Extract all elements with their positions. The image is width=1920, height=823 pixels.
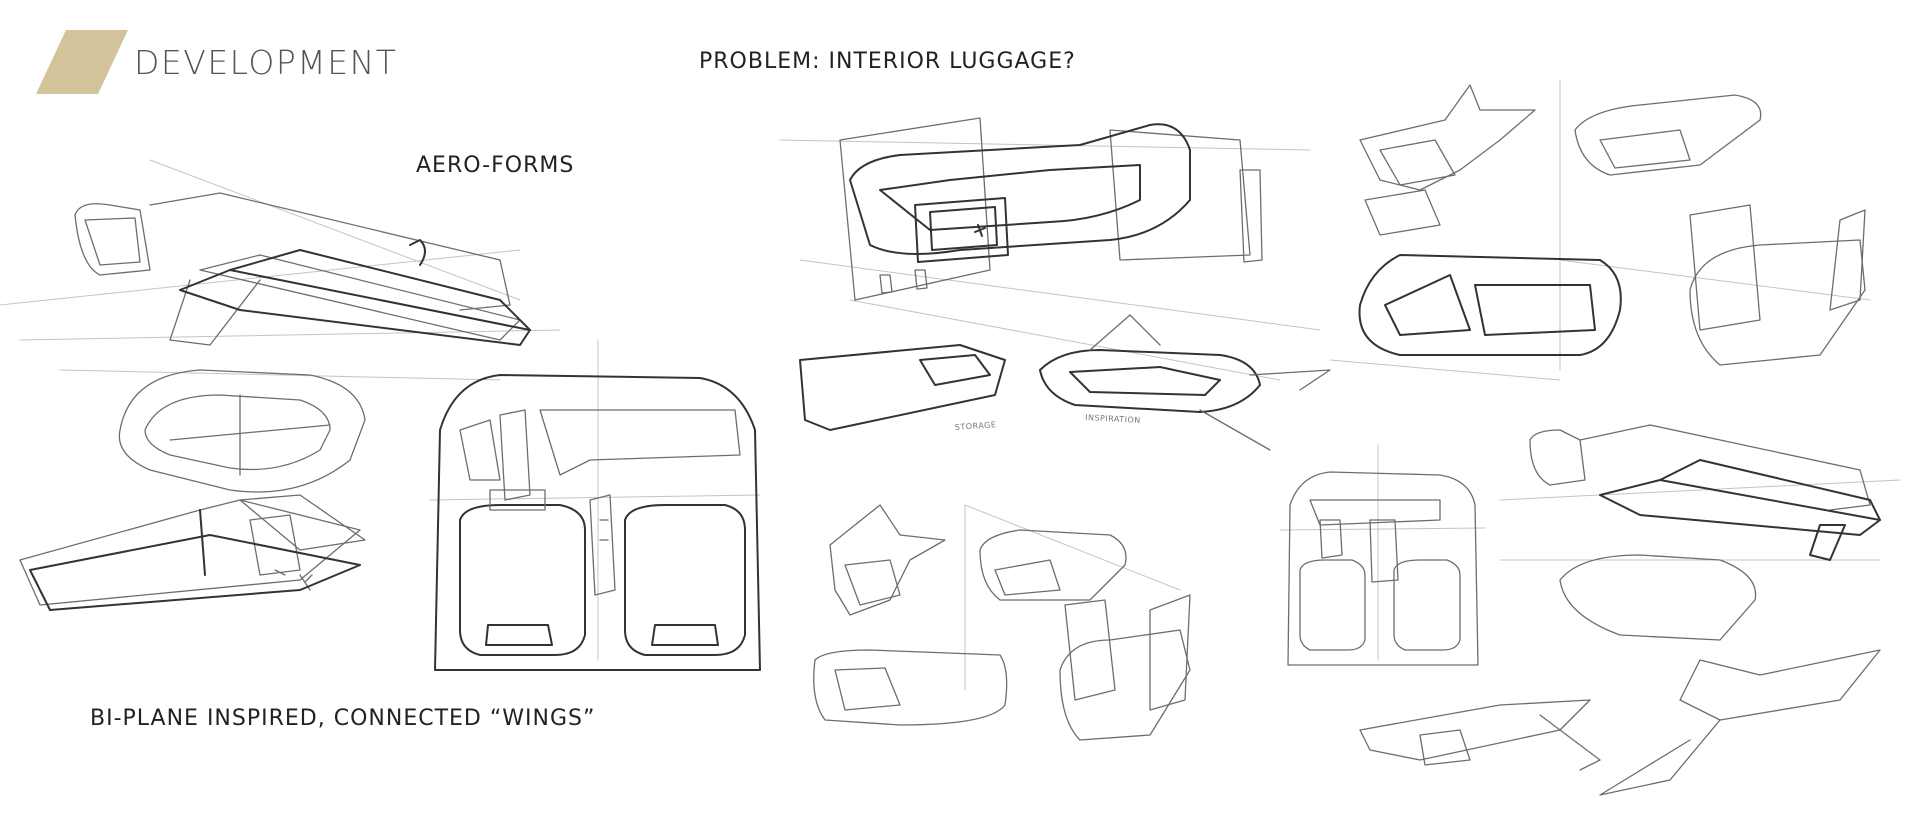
sketch-right-top	[1329, 79, 1871, 381]
sketch-right-biplane	[1499, 424, 1901, 641]
sketch-right-wings	[1359, 649, 1881, 796]
sketch-topdown-plan	[429, 339, 761, 671]
sketch-biplane-console	[19, 494, 366, 611]
sketch-seat-cushion	[118, 369, 366, 493]
sketch-right-topdown	[1279, 444, 1486, 666]
sketch-center-dashboard	[779, 117, 1321, 381]
sketch-storage-tray: STORAGE INSPIRATION	[799, 314, 1331, 451]
sketch-aero-dashboard	[0, 159, 561, 381]
caption-aero-forms: AERO-FORMS	[416, 153, 575, 178]
section-title: DEVELOPMENT	[134, 43, 398, 82]
accent-parallelogram-icon	[36, 30, 128, 94]
sketch-small-variants	[813, 504, 1191, 741]
caption-problem: PROBLEM: INTERIOR LUGGAGE?	[699, 49, 1076, 74]
annotation-inspiration: INSPIRATION	[1085, 413, 1141, 425]
annotation-storage: STORAGE	[955, 420, 997, 432]
caption-bi-plane: BI-PLANE INSPIRED, CONNECTED “WINGS”	[90, 706, 596, 731]
